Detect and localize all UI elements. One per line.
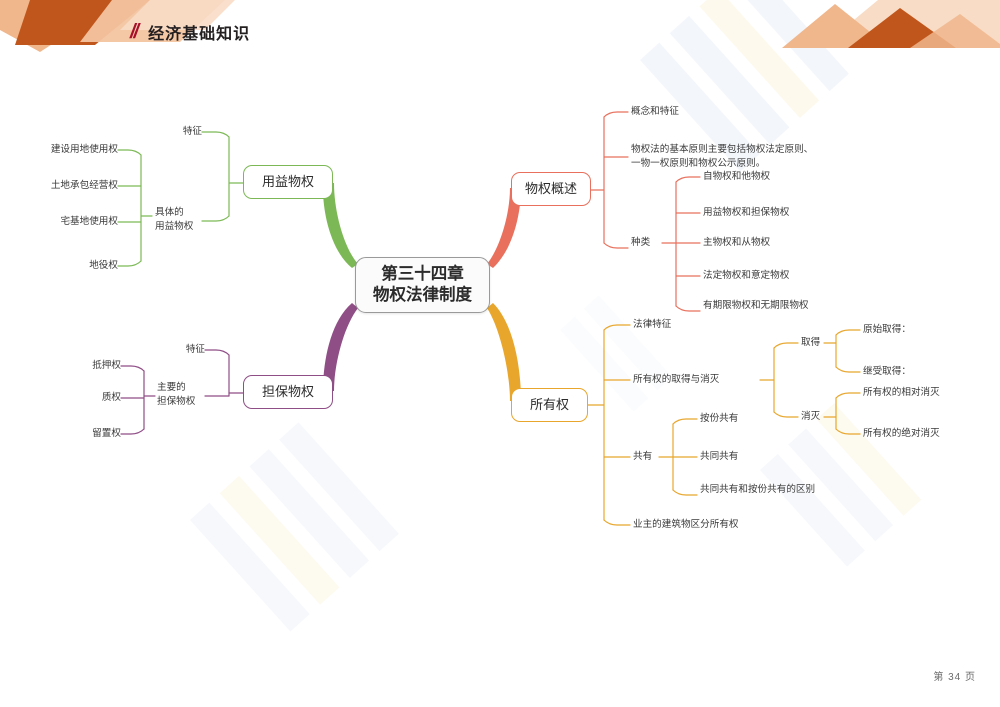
page-title: 经济基础知识 — [148, 26, 251, 43]
label-jianshe-yongdi[interactable]: 建设用地使用权 — [50, 144, 118, 155]
label-youqixian-wuqixian[interactable]: 有期限物权和无期限物权 — [703, 300, 809, 311]
label-zhiquan[interactable]: 质权 — [101, 392, 121, 403]
label-fading-yiding[interactable]: 法定物权和意定物权 — [703, 270, 790, 281]
page-number: 第 34 页 — [933, 672, 976, 683]
trunk-orange — [487, 303, 521, 401]
label-zhonglei[interactable]: 种类 — [631, 237, 651, 248]
label-zhaijidi[interactable]: 宅基地使用权 — [60, 216, 118, 227]
label-diyiquan[interactable]: 地役权 — [89, 260, 118, 271]
label-zhuwuquan-congwuquan[interactable]: 主物权和从物权 — [703, 237, 771, 248]
label-xiaomie[interactable]: 消灭 — [801, 411, 821, 422]
label-liuzhiquan[interactable]: 留置权 — [92, 428, 121, 439]
label-diyaquan[interactable]: 抵押权 — [92, 360, 121, 371]
label-gainian-tezheng[interactable]: 概念和特征 — [631, 106, 679, 117]
label-ziwuquan-tawuquan[interactable]: 自物权和他物权 — [703, 171, 771, 182]
label-yongyi-juti[interactable]: 具体的 用益物权 — [155, 207, 194, 232]
label-gongyou-qubie[interactable]: 共同共有和按份共有的区别 — [700, 484, 816, 495]
branch-node-suoyouquan[interactable]: 所有权 — [511, 388, 588, 422]
label-qude-xiaomie[interactable]: 所有权的取得与消灭 — [633, 374, 720, 385]
branch-node-danbao-wuquan[interactable]: 担保物权 — [243, 375, 333, 409]
label-yezhu-jianzhuwu[interactable]: 业主的建筑物区分所有权 — [633, 519, 739, 530]
label-juedui-xiaomie[interactable]: 所有权的绝对消灭 — [863, 428, 940, 439]
trunk-green — [322, 183, 358, 268]
label-tudi-chengbao[interactable]: 土地承包经营权 — [50, 180, 118, 191]
label-yongyi-tezheng[interactable]: 特征 — [182, 126, 202, 137]
mindmap-root-node[interactable]: 第三十四章 物权法律制度 — [355, 257, 490, 313]
label-falv-tezheng[interactable]: 法律特征 — [633, 319, 672, 330]
label-xiangdui-xiaomie[interactable]: 所有权的相对消灭 — [863, 387, 940, 398]
label-wuquanfa-yuanze[interactable]: 物权法的基本原则主要包括物权法定原则、 一物一权原则和物权公示原则。 — [631, 144, 814, 169]
page-header: // 经济基础知识 — [130, 20, 250, 44]
header-slash-icon: // — [130, 20, 139, 43]
label-gongtong-gongyou[interactable]: 共同共有 — [700, 451, 739, 462]
label-gongyou[interactable]: 共有 — [633, 451, 653, 462]
trunk-purple — [323, 303, 358, 391]
label-jishou-qude[interactable]: 继受取得： — [863, 366, 911, 377]
label-danbao-zhuyao[interactable]: 主要的 担保物权 — [157, 382, 196, 407]
label-anfen-gongyou[interactable]: 按份共有 — [700, 413, 739, 424]
branch-node-wuquan-gaishu[interactable]: 物权概述 — [511, 172, 591, 206]
label-yongyi-danbao[interactable]: 用益物权和担保物权 — [703, 207, 790, 218]
label-danbao-tezheng[interactable]: 特征 — [185, 344, 205, 355]
label-yuanshi-qude[interactable]: 原始取得： — [863, 324, 911, 335]
label-qude[interactable]: 取得 — [801, 337, 821, 348]
branch-node-yongyi-wuquan[interactable]: 用益物权 — [243, 165, 333, 199]
trunk-red — [487, 188, 521, 268]
